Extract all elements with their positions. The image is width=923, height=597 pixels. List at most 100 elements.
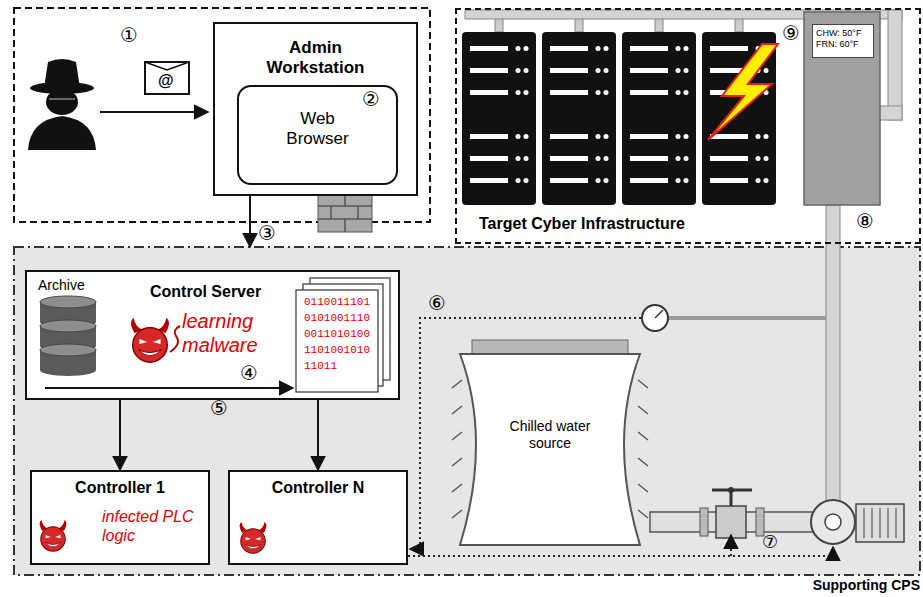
cooling-tower-outline bbox=[638, 484, 648, 492]
flow-arrow bbox=[119, 400, 121, 470]
callout-number: ① bbox=[120, 24, 138, 46]
server-rack bbox=[684, 90, 689, 95]
process-box: Controller 1infected PLC logic bbox=[30, 470, 210, 565]
email-icon bbox=[145, 62, 189, 94]
box-fill bbox=[30, 470, 210, 565]
server-rack bbox=[495, 18, 503, 32]
server-rack bbox=[676, 134, 681, 139]
pump-symbol bbox=[887, 508, 889, 538]
server-rack bbox=[524, 178, 529, 183]
server-rack bbox=[462, 32, 536, 205]
binary-code: 11011 bbox=[304, 360, 337, 372]
chilled-water-pipe bbox=[826, 205, 840, 505]
server-rack bbox=[630, 156, 668, 161]
server-rack bbox=[550, 178, 588, 183]
archive-database bbox=[40, 320, 96, 332]
node-title: Controller N bbox=[272, 478, 364, 497]
server-rack bbox=[470, 90, 508, 95]
server-rack bbox=[684, 134, 689, 139]
sensor-enclosure bbox=[804, 12, 880, 205]
server-rack bbox=[710, 46, 748, 51]
server-rack bbox=[684, 68, 689, 73]
document-stack bbox=[296, 290, 378, 392]
box-fill bbox=[25, 270, 400, 400]
server-rack bbox=[604, 156, 609, 161]
node-title: Target Cyber Infrastructure bbox=[479, 214, 685, 233]
malware-icon bbox=[170, 326, 180, 352]
process-box: Supporting CPSControl Serverlearning mal… bbox=[14, 247, 920, 575]
callout-number: ⑦ bbox=[762, 532, 778, 552]
chilled-water-pipe bbox=[668, 316, 826, 320]
region-frame bbox=[14, 247, 920, 575]
pump-symbol bbox=[895, 508, 897, 538]
server-rack bbox=[676, 90, 681, 95]
server-rack bbox=[550, 156, 588, 161]
pump-symbol bbox=[871, 508, 873, 538]
archive-database bbox=[40, 344, 96, 356]
pressure-gauge bbox=[642, 305, 668, 331]
server-rack bbox=[516, 68, 521, 73]
server-rack bbox=[516, 90, 521, 95]
server-rack bbox=[684, 46, 689, 51]
attacker-icon bbox=[28, 59, 96, 150]
cooling-tower-outline bbox=[452, 484, 462, 492]
box-fill bbox=[25, 270, 408, 565]
server-rack bbox=[516, 46, 521, 51]
archive-database bbox=[40, 364, 96, 376]
chilled-water-pipe bbox=[878, 106, 902, 120]
malware-icon bbox=[131, 318, 169, 362]
attacker-icon bbox=[46, 89, 78, 115]
process-box: Admin WorkstationWeb Browser bbox=[213, 22, 418, 196]
server-rack bbox=[596, 156, 601, 161]
server-rack bbox=[550, 90, 588, 95]
region-frame bbox=[14, 8, 920, 575]
region-frame bbox=[14, 8, 430, 222]
server-rack bbox=[516, 156, 521, 161]
process-arrow bbox=[45, 387, 293, 389]
attack-arrow bbox=[100, 111, 208, 113]
server-rack bbox=[524, 46, 529, 51]
server-rack bbox=[604, 68, 609, 73]
pressure-gauge bbox=[642, 305, 668, 331]
attacker-icon bbox=[28, 116, 96, 150]
water-pipe bbox=[700, 508, 708, 536]
server-rack bbox=[735, 18, 743, 32]
server-rack bbox=[630, 134, 668, 139]
cooling-tower-outline bbox=[452, 432, 462, 440]
signal-line bbox=[410, 318, 641, 549]
cooling-tower-outline bbox=[452, 510, 462, 518]
pump-symbol bbox=[811, 500, 855, 544]
chilled-water-pipe bbox=[465, 10, 902, 505]
node-note: learning malware bbox=[182, 309, 282, 357]
server-rack bbox=[524, 90, 529, 95]
server-rack bbox=[756, 156, 761, 161]
server-rack bbox=[470, 46, 508, 51]
callout-number: ② bbox=[362, 88, 380, 110]
node-title: Admin Workstation bbox=[258, 38, 373, 79]
callout-number: ⑧ bbox=[856, 210, 874, 232]
callout-number: ⑥ bbox=[428, 292, 446, 314]
pump-symbol bbox=[879, 508, 881, 538]
server-rack bbox=[524, 134, 529, 139]
cooling-tower: Chilled water source bbox=[450, 340, 650, 545]
server-rack bbox=[470, 156, 508, 161]
server-rack bbox=[604, 178, 609, 183]
server-rack bbox=[684, 178, 689, 183]
cooling-tower-outline bbox=[460, 354, 640, 545]
node-title: Controller 1 bbox=[75, 478, 165, 497]
cooling-tower-outline bbox=[638, 380, 648, 388]
server-rack bbox=[756, 178, 761, 183]
chilled-water-pipe bbox=[888, 10, 902, 120]
cooling-tower-outline bbox=[452, 406, 462, 414]
document-stack bbox=[296, 278, 390, 392]
server-rack bbox=[630, 178, 668, 183]
server-rack bbox=[575, 18, 583, 32]
node-title: Control Server bbox=[150, 282, 261, 301]
server-rack bbox=[516, 134, 521, 139]
node-title: Web Browser bbox=[278, 109, 358, 150]
archive-database bbox=[40, 296, 96, 308]
node-title: CHW: 50°F FRN: 60°F bbox=[816, 28, 870, 51]
server-rack bbox=[470, 68, 508, 73]
process-box: Target Cyber Infrastructure CHW: 50°F FRN… bbox=[455, 8, 921, 244]
malware-icon bbox=[40, 520, 67, 551]
